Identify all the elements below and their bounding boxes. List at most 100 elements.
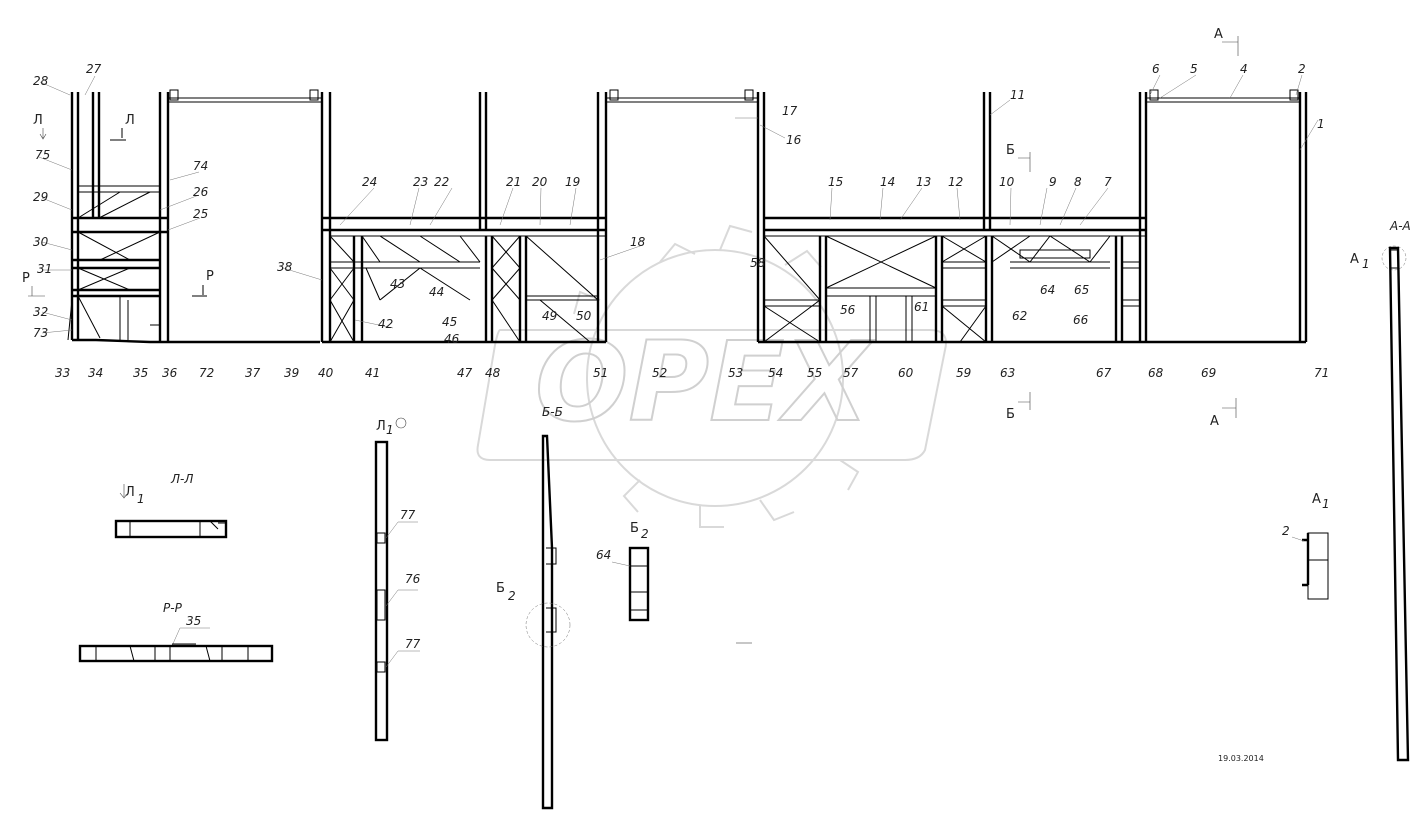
part-label: 16 xyxy=(786,133,802,147)
section-title: Б-Б xyxy=(542,405,563,419)
part-label: 34 xyxy=(88,366,103,380)
svg-text:2: 2 xyxy=(641,527,649,541)
part-label: 17 xyxy=(782,104,798,118)
section-markers: Л Л Р Р А А Б Б xyxy=(22,27,1239,429)
section-view-p-p: Р-Р 35 xyxy=(78,601,274,663)
part-label: 77 xyxy=(400,508,416,522)
part-label: 45 xyxy=(442,315,457,329)
svg-text:1: 1 xyxy=(137,492,145,506)
part-label: 20 xyxy=(532,175,548,189)
part-label: 72 xyxy=(199,366,214,380)
cut-marker-b: Б xyxy=(1006,143,1015,158)
leader-lines xyxy=(38,74,1319,334)
section-subref: Л xyxy=(125,485,135,500)
part-label: 55 xyxy=(807,366,822,380)
detail-view-l1: Л 1 77 76 77 xyxy=(374,417,421,742)
part-label: 52 xyxy=(652,366,667,380)
part-label: 2 xyxy=(1298,62,1306,76)
part-label: 23 xyxy=(413,175,428,189)
part-label: 15 xyxy=(828,175,843,189)
part-label: 29 xyxy=(33,190,48,204)
part-label: 66 xyxy=(1073,313,1089,327)
part-label: 60 xyxy=(898,366,914,380)
part-label: 9 xyxy=(1049,175,1057,189)
watermark: OPEX xyxy=(476,224,947,528)
part-label: 59 xyxy=(956,366,971,380)
part-label: 35 xyxy=(186,614,201,628)
part-label: 10 xyxy=(999,175,1015,189)
part-label: 64 xyxy=(1040,283,1055,297)
part-label: 65 xyxy=(1074,283,1089,297)
part-label: 8 xyxy=(1074,175,1082,189)
part-label: 14 xyxy=(880,175,895,189)
part-label: 53 xyxy=(728,366,743,380)
part-label: 68 xyxy=(1148,366,1164,380)
cut-marker-a: А xyxy=(1214,27,1223,42)
part-label: 33 xyxy=(55,366,70,380)
part-label: 13 xyxy=(916,175,931,189)
detail-title: А xyxy=(1312,492,1321,507)
part-label: 76 xyxy=(405,572,421,586)
part-label: 67 xyxy=(1096,366,1112,380)
part-label: 69 xyxy=(1201,366,1216,380)
part-label: 71 xyxy=(1314,366,1329,380)
part-label: 18 xyxy=(630,235,646,249)
part-label: 49 xyxy=(542,309,557,323)
detail-view-a1: А 1 2 xyxy=(1282,492,1330,600)
detail-view-b2: Б 2 64 xyxy=(596,521,650,622)
watermark-text: OPEX xyxy=(535,318,874,446)
part-label: 48 xyxy=(485,366,501,380)
part-label: 47 xyxy=(457,366,473,380)
part-label: 75 xyxy=(35,148,50,162)
part-label: 41 xyxy=(365,366,380,380)
cut-marker-b: Б xyxy=(1006,407,1015,422)
part-label: 26 xyxy=(193,185,209,199)
part-number-labels: 1 2 4 5 6 7 8 9 10 11 12 13 14 15 16 17 … xyxy=(33,62,1329,380)
svg-text:2: 2 xyxy=(508,589,516,603)
part-label: 27 xyxy=(86,62,102,76)
detail-ref: Б xyxy=(496,581,505,596)
part-label: 46 xyxy=(444,332,460,346)
part-label: 44 xyxy=(429,285,444,299)
part-label: 54 xyxy=(768,366,783,380)
part-label: 40 xyxy=(318,366,334,380)
detail-title: Л xyxy=(376,419,386,434)
cut-marker-l: Л xyxy=(33,113,43,128)
part-label: 12 xyxy=(948,175,963,189)
part-label: 51 xyxy=(593,366,608,380)
part-label: 30 xyxy=(33,235,49,249)
part-label: 19 xyxy=(565,175,580,189)
part-label: 37 xyxy=(245,366,261,380)
cut-marker-p: Р xyxy=(206,269,214,284)
cut-marker-l: Л xyxy=(125,113,135,128)
section-title: Р-Р xyxy=(163,601,183,615)
part-label: 64 xyxy=(596,548,611,562)
part-label: 25 xyxy=(193,207,208,221)
part-label: 57 xyxy=(843,366,859,380)
part-label: 1 xyxy=(1317,117,1325,131)
svg-text:1: 1 xyxy=(1362,257,1370,271)
part-label: 22 xyxy=(434,175,449,189)
part-label: 58 xyxy=(750,256,766,270)
part-label: 32 xyxy=(33,305,48,319)
part-label: 35 xyxy=(133,366,148,380)
part-label: 24 xyxy=(362,175,377,189)
part-label: 50 xyxy=(576,309,592,323)
part-label: 31 xyxy=(37,262,52,276)
part-label: 56 xyxy=(840,303,856,317)
section-title: А-А xyxy=(1389,219,1411,233)
detail-ref: А xyxy=(1350,252,1359,267)
part-label: 2 xyxy=(1282,524,1290,538)
part-label: 63 xyxy=(1000,366,1015,380)
part-label: 73 xyxy=(33,326,48,340)
part-label: 6 xyxy=(1152,62,1160,76)
svg-text:1: 1 xyxy=(1322,497,1330,511)
main-frame xyxy=(67,89,1308,344)
part-label: 38 xyxy=(277,260,293,274)
part-label: 77 xyxy=(405,637,421,651)
part-label: 42 xyxy=(378,317,393,331)
part-label: 39 xyxy=(284,366,299,380)
part-label: 11 xyxy=(1010,88,1025,102)
part-label: 4 xyxy=(1240,62,1248,76)
